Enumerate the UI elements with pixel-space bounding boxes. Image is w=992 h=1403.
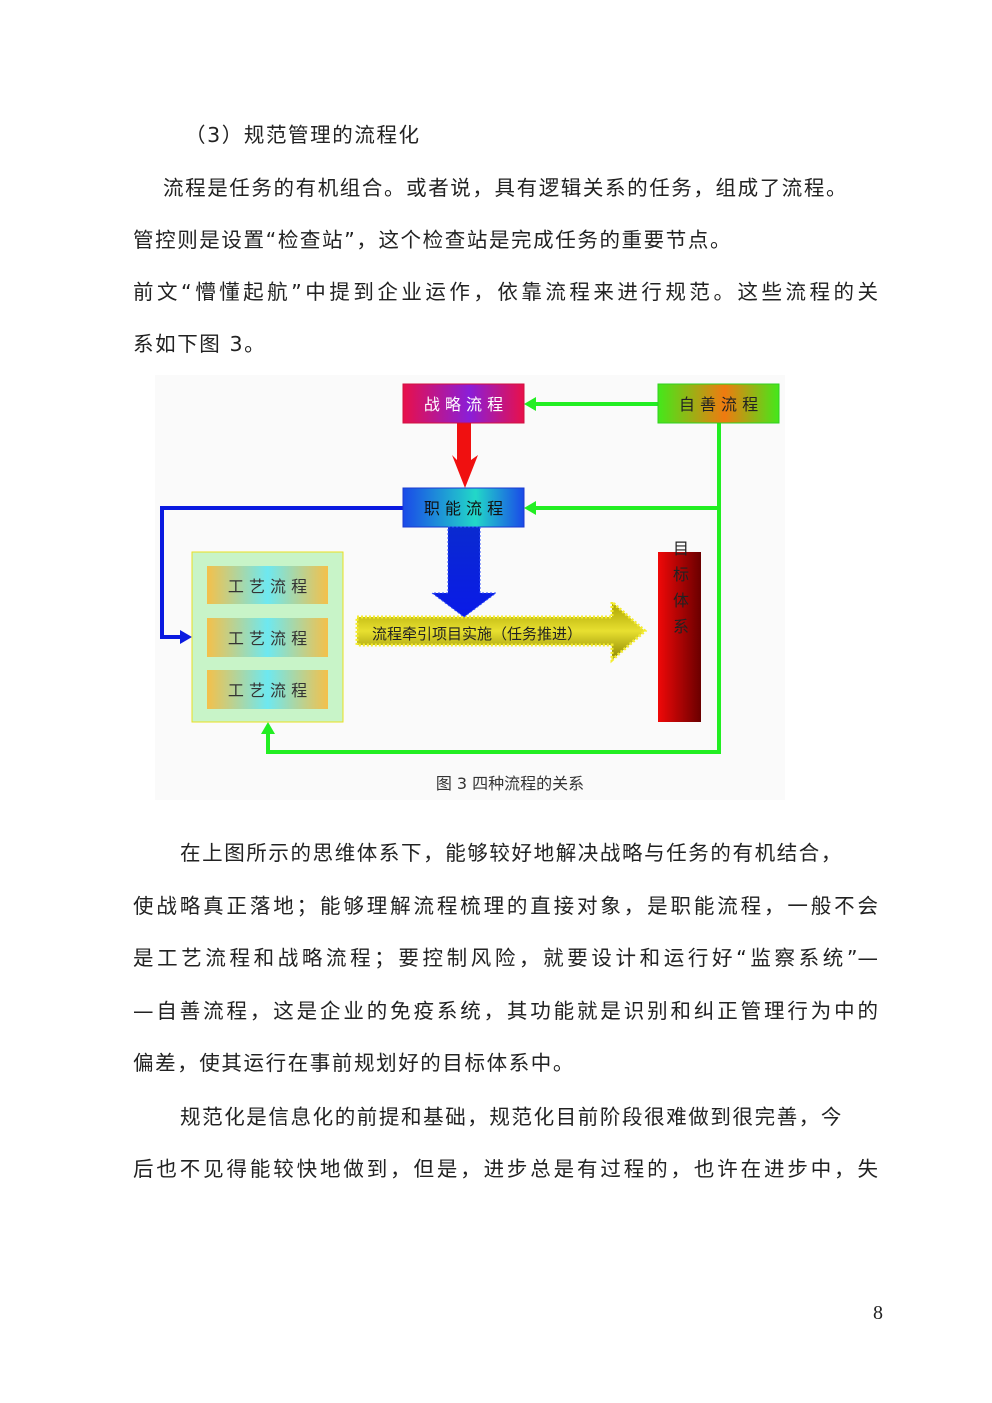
craft-process-label: 工 艺 流 程 — [228, 681, 307, 700]
arrowhead — [524, 397, 536, 411]
arrowhead — [524, 501, 536, 515]
paragraph-line: 系如下图 3。 — [133, 332, 267, 356]
paragraph-line: 使战略真正落地；能够理解流程梳理的直接对象，是职能流程，一般不会 — [133, 894, 878, 918]
strategy-process-box — [402, 383, 525, 424]
arrowhead — [261, 722, 275, 734]
paragraph-line: 是工艺流程和战略流程；要控制风险，就要设计和运行好“监察系统”— — [133, 946, 878, 970]
paragraph-line: —自善流程，这是企业的免疫系统，其功能就是识别和纠正管理行为中的 — [133, 999, 878, 1023]
paragraph-line: 在上图所示的思维体系下，能够较好地解决战略与任务的有机结合， — [180, 841, 843, 865]
self-improvement-process-label: 自 善 流 程 — [679, 395, 758, 414]
green-connectors — [266, 402, 721, 754]
craft-process-box — [207, 618, 328, 657]
paragraph-line: 规范化是信息化的前提和基础，规范化目前阶段很难做到很完善，今 — [180, 1105, 843, 1129]
paragraph-line: 偏差，使其运行在事前规划好的目标体系中。 — [133, 1051, 575, 1075]
target-system-label: 目标体系 — [670, 540, 689, 644]
functional-process-label: 职 能 流 程 — [424, 499, 503, 518]
process-relationship-diagram: 战 略 流 程 自 善 流 程 职 能 流 程 工 艺 流 程 工 艺 流 程 … — [155, 375, 785, 800]
self-improvement-process-box — [657, 383, 780, 424]
paragraph-line: 管控则是设置“检查站”，这个检查站是完成任务的重要节点。 — [133, 228, 733, 252]
page-number: 8 — [873, 1302, 883, 1324]
red-down-arrow — [452, 423, 478, 488]
craft-process-box — [207, 566, 328, 604]
blue-connector — [160, 506, 403, 639]
paragraph-line: 前文“懵懂起航”中提到企业运作，依靠流程来进行规范。这些流程的关 — [133, 280, 878, 304]
craft-process-label: 工 艺 流 程 — [228, 577, 307, 596]
craft-process-box — [207, 670, 328, 709]
strategy-process-label: 战 略 流 程 — [424, 395, 503, 414]
paragraph-line: 流程是任务的有机组合。或者说，具有逻辑关系的任务，组成了流程。 — [163, 176, 849, 200]
arrowhead — [180, 630, 192, 644]
task-progress-arrow — [355, 598, 648, 664]
target-system-box — [658, 552, 701, 722]
paragraph-line: 后也不见得能较快地做到，但是，进步总是有过程的，也许在进步中，失 — [133, 1157, 878, 1181]
figure-caption: 图 3 四种流程的关系 — [436, 774, 584, 793]
task-progress-label: 流程牵引项目实施（任务推进） — [372, 625, 582, 643]
section-heading: （3）规范管理的流程化 — [185, 123, 421, 147]
craft-process-label: 工 艺 流 程 — [228, 629, 307, 648]
blue-down-arrow — [430, 526, 498, 618]
